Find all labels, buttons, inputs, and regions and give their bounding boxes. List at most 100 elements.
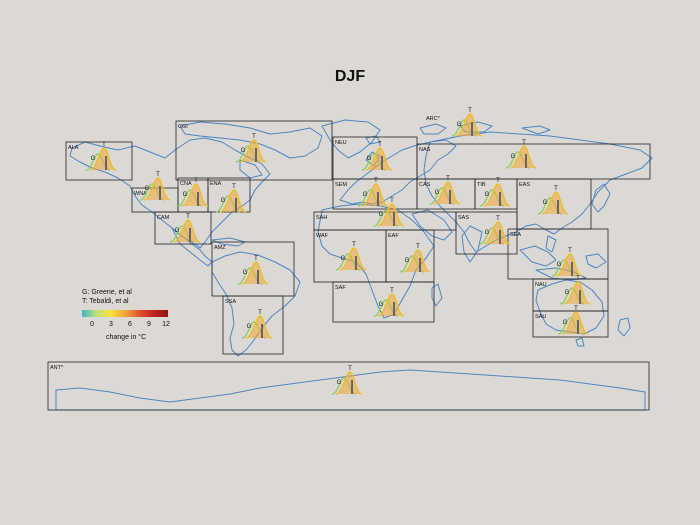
tebaldi-marker-label: T <box>468 108 472 114</box>
tebaldi-curve <box>509 145 537 169</box>
distribution-glyph: GT <box>78 142 122 172</box>
scale-tick-label: 6 <box>128 321 132 328</box>
region-label: SAU <box>535 314 546 320</box>
distribution-glyph: GT <box>208 184 252 214</box>
distribution-glyph: GT <box>444 108 488 138</box>
tebaldi-curve <box>173 219 201 243</box>
tebaldi-curve <box>377 293 405 317</box>
region-box <box>455 211 518 255</box>
distribution-glyph: GT <box>328 242 372 272</box>
distribution-glyph: GT <box>544 248 588 278</box>
tebaldi-marker-label: T <box>232 184 236 190</box>
greene-marker-label: G <box>341 256 346 262</box>
legend-source-g: G: Greene, et al <box>82 289 132 296</box>
tebaldi-curve <box>483 183 511 207</box>
distribution-glyph: GT <box>550 306 594 336</box>
greene-marker-label: G <box>457 122 462 128</box>
tebaldi-marker-label: T <box>194 178 198 184</box>
scale-tick-label: 12 <box>162 321 170 328</box>
greene-marker-label: G <box>363 192 368 198</box>
region-box <box>65 141 133 181</box>
tebaldi-curve <box>361 183 389 207</box>
region-label: ARC* <box>426 116 441 122</box>
tebaldi-curve <box>377 203 405 227</box>
tebaldi-marker-label: T <box>554 186 558 192</box>
distribution-glyph: GT <box>366 198 410 228</box>
region-box <box>175 120 333 181</box>
tebaldi-marker-label: T <box>446 176 450 182</box>
region-label: SAF <box>335 285 346 291</box>
color-scale-caption: change in °C <box>106 334 147 341</box>
region-boxes <box>47 120 651 411</box>
tebaldi-marker-label: T <box>252 134 256 140</box>
region-box <box>332 281 435 323</box>
distribution-glyph: GT <box>354 142 398 172</box>
tebaldi-curve <box>455 113 483 137</box>
region-label: CNA <box>180 181 192 187</box>
tebaldi-curve <box>239 139 267 163</box>
distribution-glyph: GT <box>234 310 278 340</box>
region-label: SSA <box>225 299 236 305</box>
tebaldi-marker-label: T <box>574 306 578 312</box>
region-label: SAS <box>458 215 469 221</box>
tebaldi-marker-label: T <box>378 142 382 148</box>
tebaldi-curve <box>245 315 273 339</box>
tebaldi-curve <box>541 191 569 215</box>
greene-marker-label: G <box>91 156 96 162</box>
legend: G: Greene, et al T: Tebaldi, et al 0 3 6… <box>82 288 192 341</box>
tebaldi-marker-label: T <box>568 248 572 254</box>
greene-marker-label: G <box>243 270 248 276</box>
tebaldi-marker-label: T <box>390 288 394 294</box>
tebaldi-curve <box>181 183 209 207</box>
greene-marker-label: G <box>337 380 342 386</box>
distribution-glyph: GT <box>170 178 214 208</box>
tebaldi-curve <box>365 147 393 171</box>
region-label: SAH <box>316 215 327 221</box>
scale-tick-label: 3 <box>109 321 113 328</box>
region-box <box>47 361 650 411</box>
tebaldi-marker-label: T <box>496 178 500 184</box>
distribution-glyph: GT <box>392 244 436 274</box>
greene-marker-label: G <box>557 262 562 268</box>
region-label: NEU <box>335 140 347 146</box>
tebaldi-curve <box>89 147 117 171</box>
tebaldi-marker-label: T <box>374 178 378 184</box>
distribution-glyph: GT <box>422 176 466 206</box>
color-scale-ticks: 0 3 6 9 12 <box>82 318 172 330</box>
greene-marker-label: G <box>379 302 384 308</box>
greene-marker-label: G <box>379 212 384 218</box>
tebaldi-marker-label: T <box>156 172 160 178</box>
region-box <box>532 310 609 338</box>
greene-marker-label: G <box>241 148 246 154</box>
region-label: ALA <box>68 145 79 151</box>
scale-tick-label: 0 <box>90 321 94 328</box>
region-label: CAM <box>157 215 170 221</box>
distribution-glyph: GT <box>472 216 516 246</box>
tebaldi-marker-label: T <box>102 142 106 148</box>
greene-marker-label: G <box>543 200 548 206</box>
region-label: CAS <box>419 182 431 188</box>
region-label: WNA <box>134 191 147 197</box>
tebaldi-curve <box>143 177 171 201</box>
region-label: TIB <box>477 182 486 188</box>
region-label: ENA <box>210 181 222 187</box>
tebaldi-curve <box>555 253 583 277</box>
greene-marker-label: G <box>511 154 516 160</box>
tebaldi-curve <box>241 261 269 285</box>
region-box <box>507 228 609 280</box>
tebaldi-curve <box>339 247 367 271</box>
tebaldi-curve <box>563 281 591 305</box>
greene-marker-label: G <box>435 190 440 196</box>
region-box <box>154 211 212 245</box>
region-label: NAU <box>535 282 547 288</box>
region-label: NAS <box>419 147 431 153</box>
tebaldi-marker-label: T <box>352 242 356 248</box>
distribution-glyph: GT <box>498 140 542 170</box>
tebaldi-curve <box>219 189 247 213</box>
region-label: SEA <box>510 232 521 238</box>
region-box <box>416 143 651 180</box>
tebaldi-marker-label: T <box>390 198 394 204</box>
tebaldi-curve <box>433 181 461 205</box>
